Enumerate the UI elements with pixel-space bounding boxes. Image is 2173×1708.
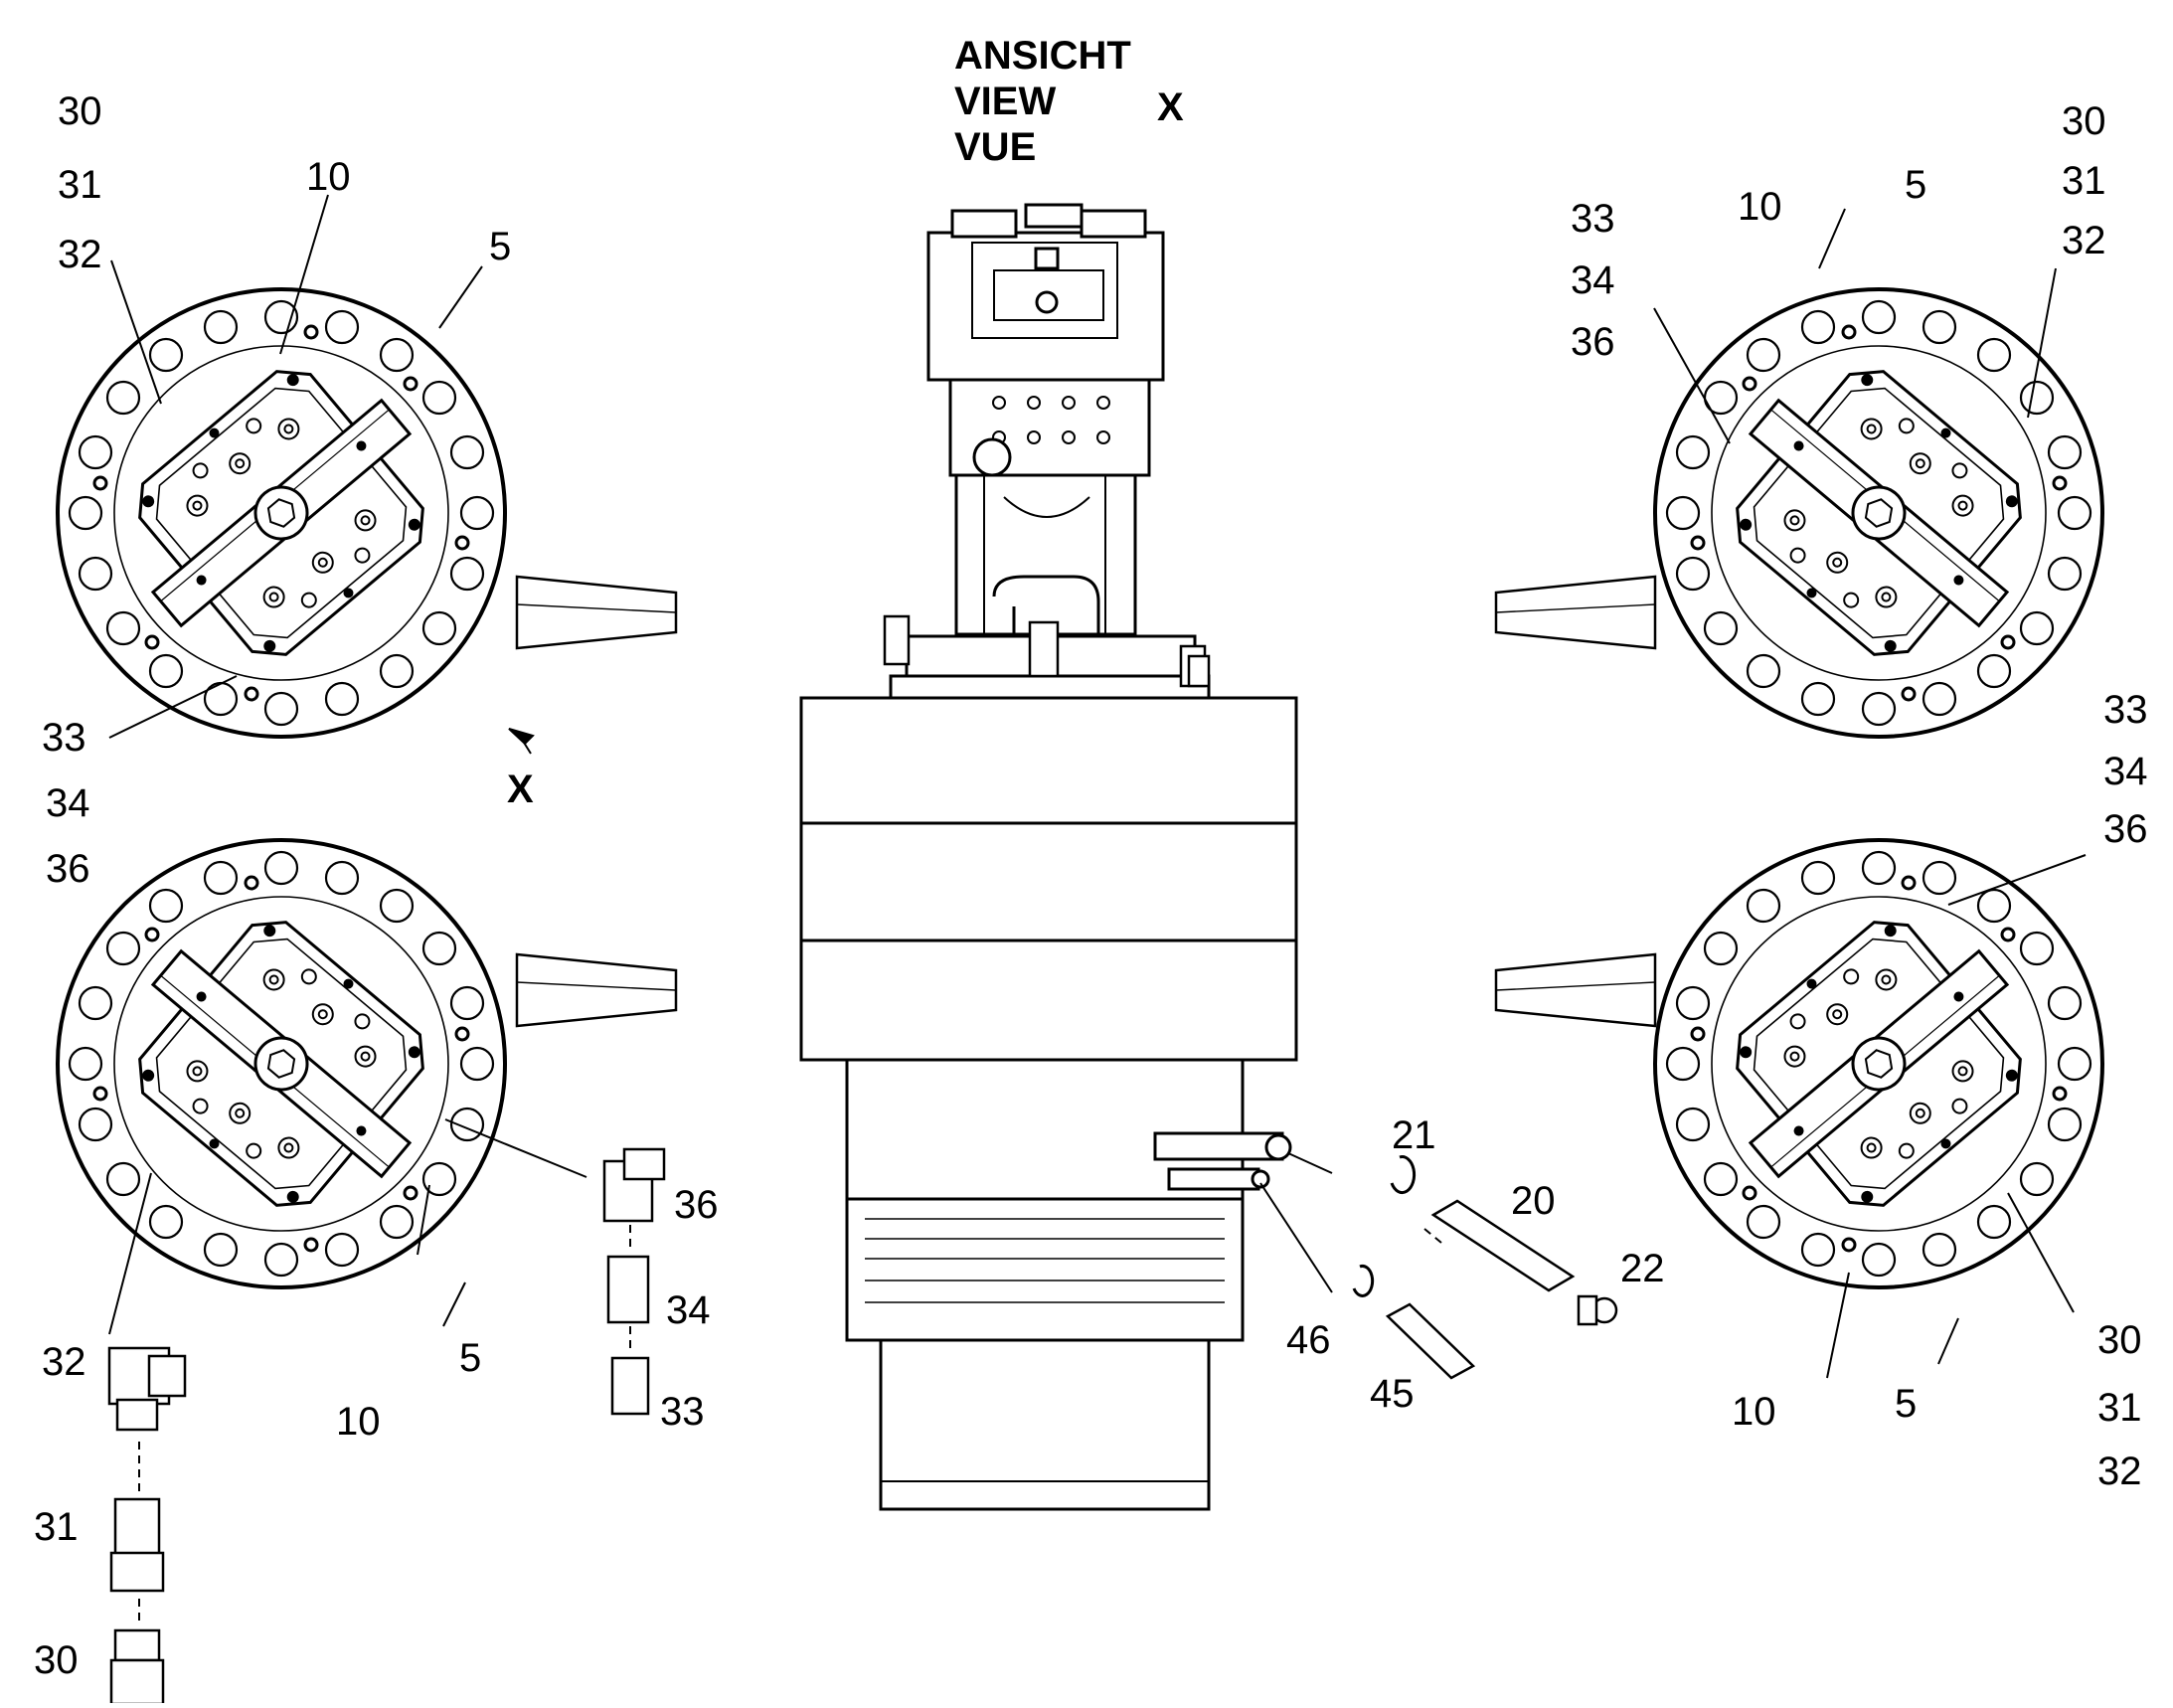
callout-tr-31: 31 bbox=[2062, 159, 2106, 203]
callout-fitting-31: 31 bbox=[34, 1505, 79, 1549]
callout-br-10: 10 bbox=[1732, 1390, 1776, 1434]
callout-br-31: 31 bbox=[2097, 1386, 2142, 1430]
callout-br-33: 33 bbox=[2103, 688, 2148, 732]
callout-tr-33: 33 bbox=[1571, 197, 1615, 241]
callout-tl-5: 5 bbox=[489, 225, 512, 268]
callout-fitting-34: 34 bbox=[666, 1288, 711, 1332]
callout-tl-30: 30 bbox=[58, 89, 102, 133]
callout-br-34: 34 bbox=[2103, 750, 2148, 793]
callout-tl-32: 32 bbox=[58, 233, 102, 276]
callout-br-5: 5 bbox=[1895, 1382, 1918, 1426]
callout-bl-32: 32 bbox=[42, 1340, 86, 1384]
callout-tl-31: 31 bbox=[58, 163, 102, 207]
view-header-view: VIEW bbox=[954, 80, 1057, 123]
callout-tr-32: 32 bbox=[2062, 219, 2106, 262]
callout-center-21: 21 bbox=[1392, 1113, 1436, 1157]
callout-center-20: 20 bbox=[1511, 1179, 1556, 1223]
view-header-marker: X bbox=[1157, 85, 1184, 129]
callout-fitting-30: 30 bbox=[34, 1638, 79, 1682]
callout-bl-5: 5 bbox=[459, 1336, 482, 1380]
callout-center-45: 45 bbox=[1370, 1372, 1415, 1416]
view-header-vue: VUE bbox=[954, 125, 1037, 169]
callout-tl-36: 36 bbox=[46, 847, 90, 891]
callout-tr-5: 5 bbox=[1905, 163, 1927, 207]
callout-br-30: 30 bbox=[2097, 1318, 2142, 1362]
callout-tl-33: 33 bbox=[42, 716, 86, 760]
callout-br-36: 36 bbox=[2103, 807, 2148, 851]
callout-tr-36: 36 bbox=[1571, 320, 1615, 364]
callout-bl-10: 10 bbox=[336, 1400, 381, 1444]
callout-br-32: 32 bbox=[2097, 1450, 2142, 1493]
callout-fitting-33: 33 bbox=[660, 1390, 705, 1434]
view-header-ansicht: ANSICHT bbox=[954, 34, 1131, 78]
callout-center-22: 22 bbox=[1620, 1247, 1665, 1290]
callout-tr-30: 30 bbox=[2062, 99, 2106, 143]
callout-tl-34: 34 bbox=[46, 781, 90, 825]
callout-tl-10: 10 bbox=[306, 155, 351, 199]
callout-tr-34: 34 bbox=[1571, 258, 1615, 302]
callout-center-46: 46 bbox=[1286, 1318, 1331, 1362]
callout-fitting-36: 36 bbox=[674, 1183, 719, 1227]
view-arrow-marker: X bbox=[507, 768, 534, 811]
callout-tr-10: 10 bbox=[1738, 185, 1782, 229]
